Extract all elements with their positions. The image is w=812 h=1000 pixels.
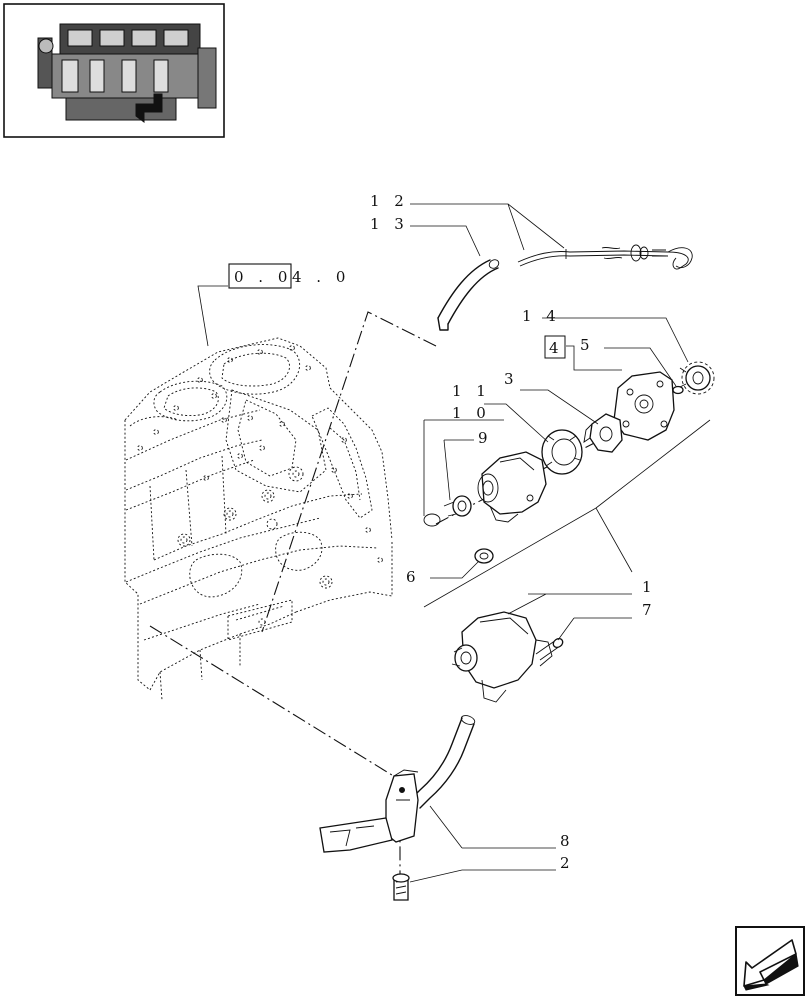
label-part-9: 9: [478, 429, 493, 447]
drive-gear[interactable]: [677, 361, 715, 395]
engine-block-outline: [124, 337, 393, 701]
label-part-11: 1 1: [452, 382, 491, 400]
pump-cover[interactable]: [613, 371, 675, 441]
label-part-8: 8: [560, 832, 575, 850]
label-part-12: 1 2: [370, 192, 409, 210]
bolt[interactable]: [535, 637, 564, 661]
inner-rotor[interactable]: [583, 413, 623, 453]
label-part-4-box: [544, 335, 566, 359]
label-part-13: 1 3: [370, 215, 409, 233]
pump-body[interactable]: [477, 451, 547, 523]
dipstick-tube[interactable]: [437, 258, 500, 331]
reference-box-part1: 0 . 0: [234, 268, 292, 286]
bushing[interactable]: [443, 495, 472, 517]
snap-ring[interactable]: [423, 513, 441, 527]
label-part-5: 5: [580, 336, 595, 354]
label-part-14: 1 4: [522, 307, 561, 325]
seal-ring[interactable]: [474, 548, 494, 564]
label-part-4: 4: [549, 339, 564, 357]
label-part-1: 1: [642, 578, 657, 596]
label-part-3: 3: [504, 370, 519, 388]
reference-box[interactable]: 0 . 0 4 . 0: [228, 263, 350, 289]
leader-lines: [197, 203, 689, 883]
label-part-7: 7: [642, 601, 657, 619]
pin[interactable]: [672, 385, 684, 395]
part-number-labels: 1 2 1 3 1 4 4 5 1 1 3 1 0 9 6 1 7 8 2: [370, 192, 657, 872]
outer-rotor[interactable]: [541, 429, 583, 475]
label-part-6: 6: [406, 568, 421, 586]
bracket-screw[interactable]: [392, 873, 410, 901]
label-part-2: 2: [560, 854, 575, 872]
next-page-arrow-icon[interactable]: [735, 926, 805, 996]
exploded-group-bracket: [423, 419, 711, 608]
oil-pump-assembly[interactable]: [451, 611, 553, 703]
oil-dipstick[interactable]: [517, 244, 693, 270]
reference-box-part2: 4 . 0: [292, 268, 350, 286]
engine-thumbnail-icon[interactable]: [3, 3, 225, 138]
suction-pipe[interactable]: [319, 714, 476, 853]
label-part-10: 1 0: [452, 404, 491, 422]
assembly-center-lines: [149, 311, 621, 874]
